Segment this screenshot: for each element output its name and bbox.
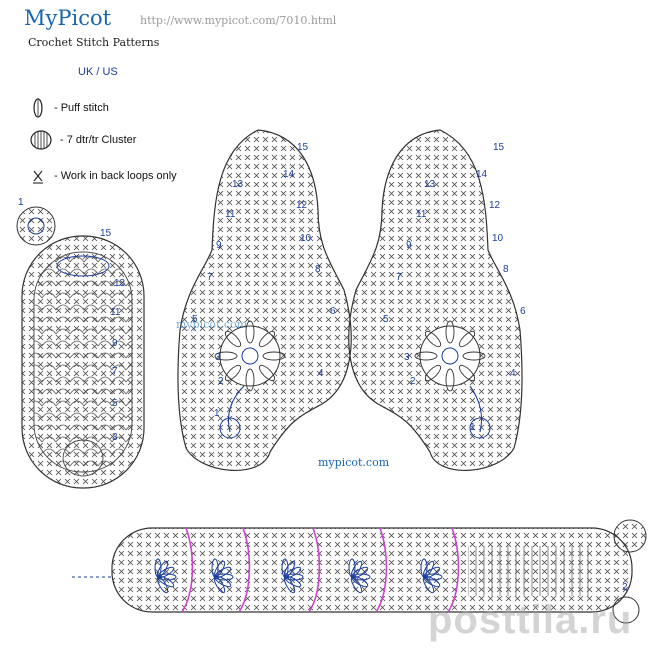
right-round-label: 7 bbox=[396, 272, 402, 283]
back-loop-icon bbox=[33, 170, 43, 184]
sole-round-label: 13 bbox=[114, 278, 126, 289]
cluster-icon bbox=[30, 130, 52, 150]
sole-round-label: 15 bbox=[100, 228, 112, 239]
strap-flower-motif bbox=[281, 558, 304, 594]
right-round-label: 3 bbox=[404, 352, 410, 363]
left-round-label: 9 bbox=[216, 240, 222, 251]
left-round-label: 10 bbox=[300, 233, 312, 244]
left-round-label: 13 bbox=[232, 179, 244, 190]
left-round-label: 11 bbox=[225, 209, 236, 220]
site-watermark: mypicot.com bbox=[318, 456, 390, 469]
right-round-label: 1 bbox=[470, 422, 476, 433]
legend-label: - Work in back loops only bbox=[54, 170, 177, 182]
right-round-label: 5 bbox=[383, 314, 389, 325]
right-round-label: 15 bbox=[493, 142, 505, 153]
strap-flower-motif bbox=[154, 558, 177, 594]
start-motif bbox=[16, 206, 56, 246]
sole-round-label: 3 bbox=[112, 432, 118, 443]
strap-flower-motif bbox=[211, 558, 234, 594]
sole-round-label: 11 bbox=[110, 307, 121, 318]
right-round-label: 11 bbox=[416, 209, 427, 220]
left-round-label: 4 bbox=[318, 368, 324, 379]
left-round-label: 12 bbox=[296, 200, 308, 211]
diagram-watermark: mypicot.com bbox=[176, 318, 248, 331]
strap-purple-curve bbox=[447, 527, 460, 613]
left-round-label: 2 bbox=[218, 376, 224, 387]
sole-chart bbox=[21, 235, 145, 489]
left-round-label: 1 bbox=[214, 408, 220, 419]
sole-round-label: 7 bbox=[112, 366, 118, 377]
right-round-label: 12 bbox=[489, 200, 501, 211]
left-round-label: 15 bbox=[297, 142, 309, 153]
corner-stamp: posttila.ru bbox=[428, 598, 633, 642]
legend-item-back-loop: - Work in back loops only bbox=[30, 166, 177, 186]
strap-purple-curve bbox=[375, 527, 388, 613]
left-round-label: 3 bbox=[215, 352, 221, 363]
strap-purple-curve bbox=[181, 527, 194, 613]
left-round-label: 8 bbox=[315, 264, 321, 275]
right-round-label: 2 bbox=[410, 376, 416, 387]
left-round-label: 14 bbox=[283, 169, 295, 180]
terminology-label: UK / US bbox=[78, 66, 118, 78]
left-upper-chart bbox=[177, 129, 352, 472]
strap-end-label: 2 bbox=[622, 582, 628, 593]
right-upper-chart bbox=[348, 129, 523, 472]
sole-start-label: 1 bbox=[18, 197, 24, 208]
legend-label: - Puff stitch bbox=[54, 102, 109, 114]
right-round-label: 13 bbox=[424, 179, 436, 190]
legend-label: - 7 dtr/tr Cluster bbox=[60, 134, 137, 146]
left-round-label: 5 bbox=[192, 314, 198, 325]
left-round-label: 7 bbox=[207, 272, 213, 283]
right-round-label: 10 bbox=[492, 233, 504, 244]
right-round-label: 8 bbox=[503, 264, 509, 275]
strap-flower-motif bbox=[420, 558, 443, 594]
brand-title: MyPicot bbox=[24, 6, 112, 30]
strap-purple-curve bbox=[238, 527, 251, 613]
puff-stitch-icon bbox=[33, 98, 43, 118]
right-round-label: 9 bbox=[406, 240, 412, 251]
sole-round-label: 9 bbox=[112, 338, 118, 349]
strap-chart bbox=[72, 519, 647, 624]
legend-item-cluster: - 7 dtr/tr Cluster bbox=[30, 130, 136, 150]
right-round-label: 6 bbox=[520, 306, 526, 317]
strap-purple-curve bbox=[308, 527, 321, 613]
source-url[interactable]: http://www.mypicot.com/7010.html bbox=[140, 14, 337, 27]
subtitle: Crochet Stitch Patterns bbox=[28, 36, 160, 49]
right-round-label: 14 bbox=[476, 169, 488, 180]
legend-item-puff: - Puff stitch bbox=[30, 98, 109, 118]
strap-flower-motif bbox=[348, 558, 371, 594]
right-round-label: 4 bbox=[510, 368, 516, 379]
sole-round-label: 5 bbox=[112, 398, 118, 409]
left-round-label: 6 bbox=[330, 306, 336, 317]
